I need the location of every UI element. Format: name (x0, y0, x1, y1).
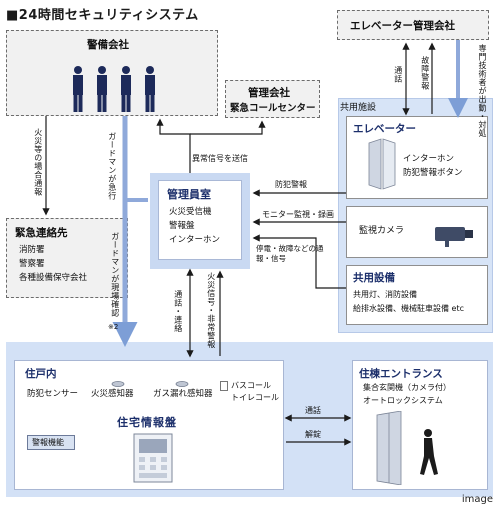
unit-box: 住戸内 防犯センサー 火災感知器 ガス漏れ感知器 バスコール トイレコール 住宅… (14, 360, 284, 490)
elevator-fault-label: 故障警報 (420, 56, 430, 90)
camera-label: 監視カメラ (359, 226, 405, 236)
security-company-box: 警備会社 (6, 30, 218, 116)
call-label: 通話 (305, 406, 321, 415)
shared-equipment-item: 共用灯、消防設備 (353, 290, 417, 299)
unit-label: 住戸内 (25, 368, 57, 380)
entrance-item: 集合玄関機（カメラ付） (363, 383, 451, 392)
elevator-call-label: 通話 (393, 66, 403, 83)
fire-signal-label: 火災信号・非常警報 (206, 272, 216, 349)
shared-equipment-item: 給排水設備、機械駐車設備 etc (353, 304, 464, 313)
sensor-item: ガス漏れ感知器 (153, 389, 213, 399)
elevator-item: 防犯警報ボタン (403, 168, 463, 178)
call-contact-label: 通話・連絡 (173, 290, 183, 333)
shared-equipment-label: 共用設備 (353, 272, 395, 284)
guard-check-label: ガードマンが現場確認 (110, 232, 120, 317)
elevator-company-box: エレベーター管理会社 (337, 10, 489, 40)
emergency-contact-item: 警察署 (19, 259, 45, 269)
elevator-dispatch-label: 専門技術者が出動・対処 (478, 44, 487, 138)
guard-icon (97, 66, 107, 112)
entrance-door-icon (376, 411, 402, 485)
sensor-item: 火災感知器 (91, 389, 134, 399)
unlock-label: 解錠 (305, 430, 321, 439)
sensor-icon (175, 381, 189, 387)
manager-room-item: 火災受信機 (169, 207, 212, 217)
elevator-item: インターホン (403, 154, 455, 164)
entrance-box: 住棟エントランス 集合玄関機（カメラ付） オートロックシステム (352, 360, 488, 490)
elevator-door-icon (368, 138, 396, 190)
home-panel-icon (133, 433, 173, 483)
footer-label: image (461, 494, 493, 505)
manager-room-box: 管理員室 火災受信機 警報盤 インターホン (158, 180, 242, 260)
entrance-item: オートロックシステム (363, 396, 443, 405)
guard-icon (121, 66, 131, 112)
fire-report-label: 火災等の場合通報 (33, 128, 43, 196)
shared-facilities-label: 共用施設 (340, 103, 377, 113)
security-company-label: 警備会社 (87, 39, 129, 51)
emergency-contact-item: 消防署 (19, 245, 45, 255)
camera-box: 監視カメラ (346, 206, 488, 258)
outage-signal-label: 停電・故障などの通報・信号 (256, 244, 324, 264)
call-center-label: 緊急コールセンター (230, 103, 316, 114)
abnormal-signal-label: 異常信号を送信 (192, 154, 248, 163)
entrance-label: 住棟エントランス (359, 368, 443, 380)
guard-icon (73, 66, 83, 112)
emergency-contacts-label: 緊急連絡先 (15, 227, 68, 239)
sensor-item: 防犯センサー (27, 389, 79, 399)
alarm-button-label: 警報機能 (32, 438, 64, 447)
alarm-button[interactable]: 警報機能 (27, 435, 75, 450)
manager-room-item: 警報盤 (169, 221, 195, 231)
management-company-box: 管理会社 緊急コールセンター (225, 80, 320, 118)
call-switch-icon (220, 381, 228, 391)
guard-note-label: ※2 (108, 323, 119, 331)
camera-icon (435, 227, 473, 247)
manager-room-label: 管理員室 (167, 188, 211, 201)
toilet-call-item: トイレコール (231, 393, 279, 402)
monitor-label: モニター監視・録画 (262, 210, 334, 219)
person-icon (420, 429, 438, 475)
sensor-icon (111, 381, 125, 387)
home-panel-label: 住宅情報盤 (117, 416, 177, 429)
shared-equipment-box: 共用設備 共用灯、消防設備 給排水設備、機械駐車設備 etc (346, 265, 488, 325)
elevator-company-label: エレベーター管理会社 (350, 20, 455, 32)
guard-icon (145, 66, 155, 112)
manager-room-item: インターホン (169, 235, 221, 245)
management-company-label: 管理会社 (248, 87, 290, 99)
crime-alarm-label: 防犯警報 (275, 180, 307, 189)
elevator-box: エレベーター インターホン 防犯警報ボタン (346, 116, 488, 199)
page-title: ■24時間セキュリティシステム (6, 8, 199, 23)
elevator-label: エレベーター (353, 123, 416, 135)
bath-call-item: バスコール (231, 381, 271, 390)
emergency-contact-item: 各種設備保守会社 (19, 273, 88, 283)
emergency-contacts-box: 緊急連絡先 消防署 警察署 各種設備保守会社 (6, 218, 128, 298)
guard-rush-label: ガードマンが急行 (107, 132, 117, 200)
